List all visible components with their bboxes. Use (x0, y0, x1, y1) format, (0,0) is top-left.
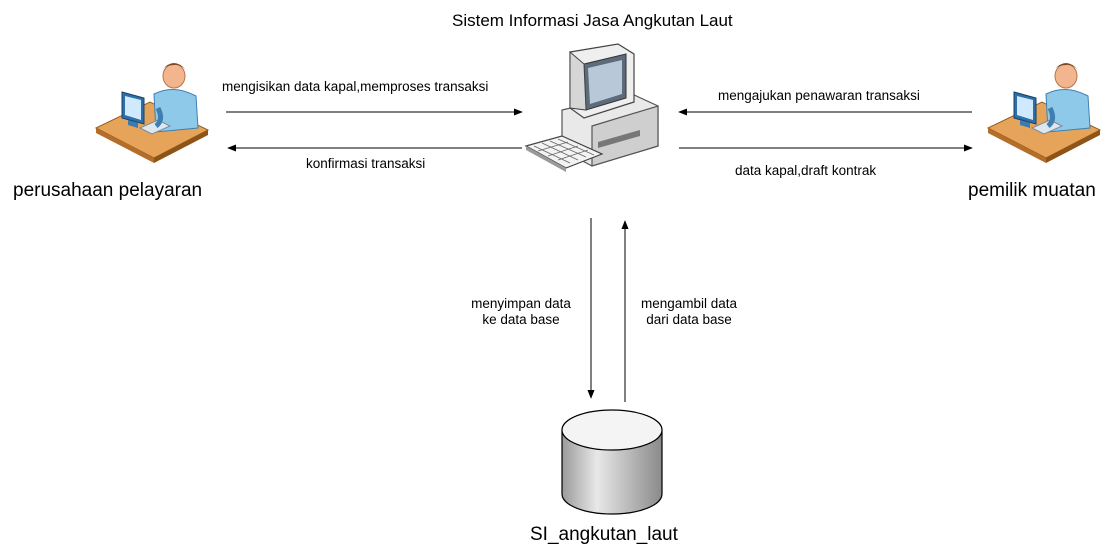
actor-left-label: perusahaan pelayaran (13, 180, 203, 201)
flow-label-to-database-line2: ke data base (482, 311, 560, 327)
flow-label-center-to-left: konfirmasi transaksi (306, 156, 426, 171)
actor-right-label: pemilik muatan (968, 180, 1096, 201)
database-cylinder-icon (561, 409, 663, 515)
flow-label-right-to-center: mengajukan penawaran transaksi (718, 88, 920, 103)
user-at-computer-icon (94, 63, 210, 163)
flow-label-center-to-right: data kapal,draft kontrak (735, 163, 877, 178)
user-at-computer-icon (986, 63, 1102, 163)
diagram-title: Sistem Informasi Jasa Angkutan Laut (452, 11, 733, 30)
desktop-computer-icon (524, 43, 659, 172)
flow-label-left-to-center: mengisikan data kapal,memproses transaks… (222, 79, 489, 94)
flow-label-from-database-line1: mengambil data (640, 296, 738, 311)
flow-label-from-database-line2: dari data base (646, 311, 732, 327)
flow-label-to-database: menyimpan data ke data base (458, 296, 584, 327)
flow-label-to-database-line1: menyimpan data (471, 296, 571, 311)
database-label: SI_angkutan_laut (530, 524, 678, 545)
flow-label-from-database: mengambil data dari data base (633, 296, 745, 327)
